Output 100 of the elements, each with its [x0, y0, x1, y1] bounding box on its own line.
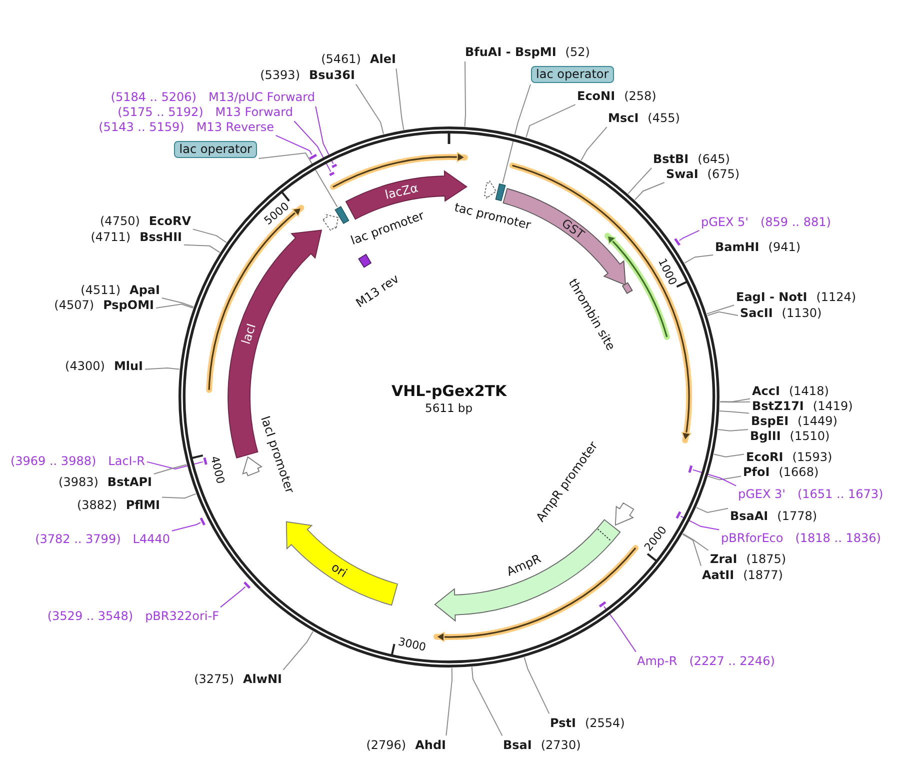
- plasmid-size: 5611 bp: [425, 401, 473, 415]
- leader-line: [258, 152, 338, 208]
- leader-line: [446, 668, 452, 736]
- feature-tag: lac operator: [531, 66, 614, 82]
- leader-line: [718, 429, 748, 432]
- leader-line: [678, 230, 700, 241]
- primer-tick: [244, 581, 251, 589]
- restriction-site-label: BfuAI - BspMI (52): [465, 44, 590, 60]
- restriction-site-label: ZraI (1875): [710, 552, 786, 566]
- leader-line: [153, 464, 188, 474]
- leader-line: [682, 533, 709, 551]
- restriction-site-label: BstZ17I (1419): [752, 398, 853, 414]
- primer-tick: [200, 517, 206, 526]
- leader-line: [171, 522, 201, 532]
- leader-line: [719, 410, 750, 414]
- leader-line: [684, 254, 714, 264]
- primer-label: pGEX 3' (1651 .. 1673): [738, 486, 884, 502]
- restriction-site-label: BamHI (941): [715, 240, 801, 254]
- restriction-site-label: BstBI (645): [653, 152, 730, 166]
- restriction-site-label: PstI (2554): [550, 716, 625, 730]
- primer-label: pBRforEco (1818 .. 1836): [721, 530, 881, 546]
- primer-tick: [674, 238, 680, 246]
- restriction-site-label: SwaI (675): [666, 166, 740, 182]
- restriction-site-label: (4750) EcoRV: [100, 214, 191, 228]
- restriction-site-label: (4300) MluI: [65, 358, 143, 374]
- leader-line: [580, 126, 608, 161]
- primer-label: (5184 .. 5206) M13/pUC Forward: [110, 90, 315, 104]
- restriction-site-label: EagI - NotI (1124): [736, 290, 856, 304]
- primer-label: pGEX 5' (859 .. 881): [701, 214, 831, 230]
- leader-line: [464, 61, 466, 127]
- operator-box: [495, 184, 506, 202]
- restriction-site-label: (4511) ApaI: [80, 282, 160, 298]
- primer-label: (5143 .. 5159) M13 Reverse: [98, 120, 274, 134]
- leader-line: [294, 120, 332, 172]
- restriction-site-label: (5461) AleI: [321, 52, 396, 66]
- scale-number: 3000: [397, 636, 427, 654]
- restriction-site-label: AccI (1418): [752, 384, 829, 398]
- restriction-site-label: BglII (1510): [750, 428, 830, 444]
- feature-label: lacI: [238, 322, 258, 346]
- restriction-site-label: (2796) AhdI: [366, 738, 446, 752]
- primer-tick: [598, 601, 606, 608]
- leader-line: [162, 493, 196, 499]
- leader-line: [706, 304, 735, 314]
- leader-line: [282, 630, 314, 670]
- leader-line: [275, 134, 312, 156]
- leader-line: [628, 168, 652, 194]
- primer-tick: [676, 511, 682, 519]
- leader-line: [356, 84, 384, 134]
- primer-label: (3529 .. 3548) pBR322ori-F: [47, 608, 219, 624]
- leader-line: [156, 304, 194, 308]
- scale-number: 4000: [208, 454, 226, 484]
- restriction-site-label: SacII (1130): [740, 306, 822, 320]
- restriction-site-label: EcoRI (1593): [746, 450, 832, 464]
- leader-line: [708, 476, 742, 480]
- leader-line: [680, 516, 720, 530]
- restriction-site-label: AatII (1877): [702, 568, 783, 582]
- leader-line: [184, 244, 220, 253]
- restriction-site-label: (5393) Bsu36I: [260, 68, 355, 82]
- leader-line: [502, 84, 531, 184]
- leader-line: [144, 368, 180, 370]
- leader-line: [634, 182, 665, 200]
- restriction-site-label: (3275) AlwNI: [194, 672, 282, 686]
- leader-line: [692, 469, 737, 486]
- leader-line: [524, 656, 550, 714]
- restriction-site-label: (3882) PflMI: [76, 498, 160, 512]
- leader-line: [396, 68, 404, 130]
- leader-line: [161, 298, 194, 308]
- feature-label: tac promoter: [453, 200, 532, 232]
- restriction-site-label: MscI (455): [608, 110, 680, 126]
- primer-label: (3969 .. 3988) LacI-R: [10, 454, 145, 468]
- feature-label: ori: [328, 560, 350, 580]
- restriction-site-label: (4507) PspOMI: [54, 298, 154, 312]
- primer-tick: [329, 172, 335, 176]
- leader-line: [315, 106, 334, 164]
- leader-line: [146, 461, 204, 470]
- restriction-site-label: EcoNI (258): [577, 88, 656, 104]
- plasmid-name: VHL-pGex2TK: [392, 382, 507, 400]
- leader-line: [713, 454, 744, 458]
- primer-label: Amp-R (2227 .. 2246): [637, 654, 775, 668]
- leader-line: [192, 228, 227, 243]
- primer-tick: [688, 465, 693, 473]
- leader-line: [604, 606, 636, 652]
- feature-label: GST: [559, 216, 587, 242]
- primer-label: (3782 .. 3799) L4440: [35, 532, 170, 546]
- leader-line: [526, 104, 576, 138]
- scale-number: 1000: [655, 256, 678, 288]
- primer-tick: [332, 164, 338, 168]
- restriction-site-label: BspEI (1449): [751, 414, 838, 428]
- leader-line: [471, 666, 503, 736]
- feature-tag: lac operator: [174, 140, 257, 158]
- primer-tick: [203, 457, 208, 465]
- restriction-site-label: PfoI (1668): [743, 464, 819, 480]
- leader-line: [682, 534, 702, 566]
- operator-box: [334, 206, 350, 224]
- primer-tick: [309, 154, 317, 160]
- feature-label: M13 rev: [353, 272, 402, 310]
- restriction-site-label: (4711) BssHII: [90, 230, 182, 244]
- feature-label: lacZα: [384, 180, 420, 202]
- leader-line: [707, 311, 738, 316]
- leader-line: [720, 398, 750, 402]
